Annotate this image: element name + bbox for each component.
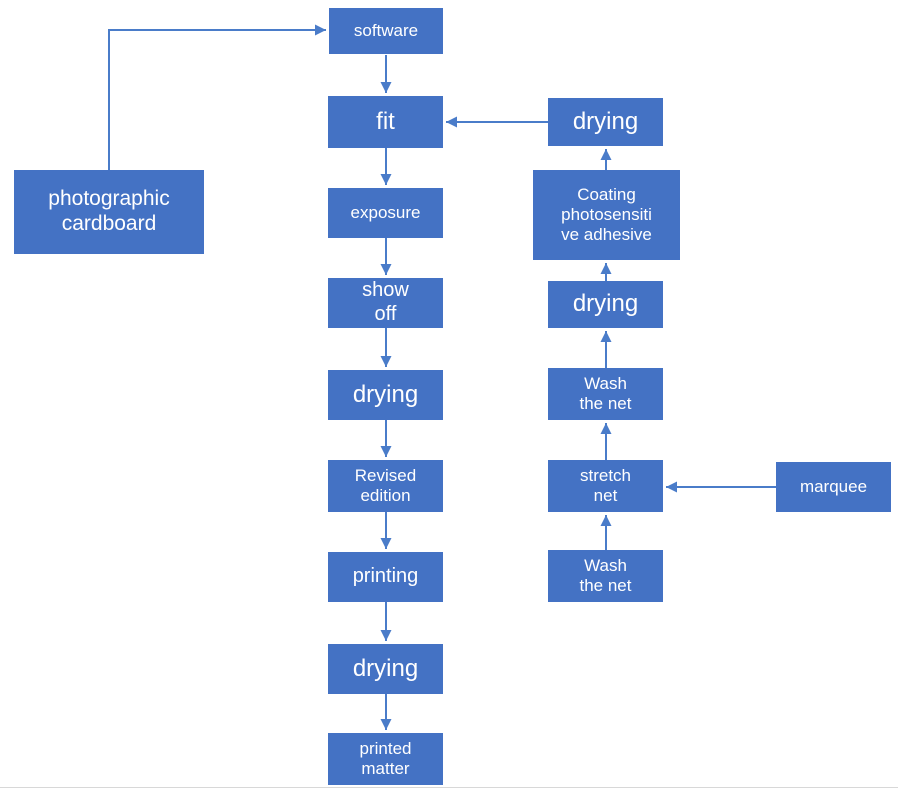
node-wash-the-net-1: Wash the net: [548, 368, 663, 420]
node-revised-edition: Revised edition: [328, 460, 443, 512]
node-photographic-cardboard: photographic cardboard: [14, 170, 204, 254]
node-drying-right-2: drying: [548, 281, 663, 328]
node-exposure: exposure: [328, 188, 443, 238]
node-drying-bottom: drying: [328, 644, 443, 694]
node-software: software: [329, 8, 443, 54]
node-printed-matter: printed matter: [328, 733, 443, 785]
node-stretch-net: stretch net: [548, 460, 663, 512]
node-printing: printing: [328, 552, 443, 602]
arrow-photographic-cardboard-to-software: [108, 24, 326, 170]
node-wash-the-net-2: Wash the net: [548, 550, 663, 602]
node-show-off: show off: [328, 278, 443, 328]
bottom-divider: [0, 787, 898, 788]
node-drying-center: drying: [328, 370, 443, 420]
node-fit: fit: [328, 96, 443, 148]
node-drying-top-right: drying: [548, 98, 663, 146]
node-coating-photosensitive-adhesive: Coating photosensiti ve adhesive: [533, 170, 680, 260]
node-marquee: marquee: [776, 462, 891, 512]
